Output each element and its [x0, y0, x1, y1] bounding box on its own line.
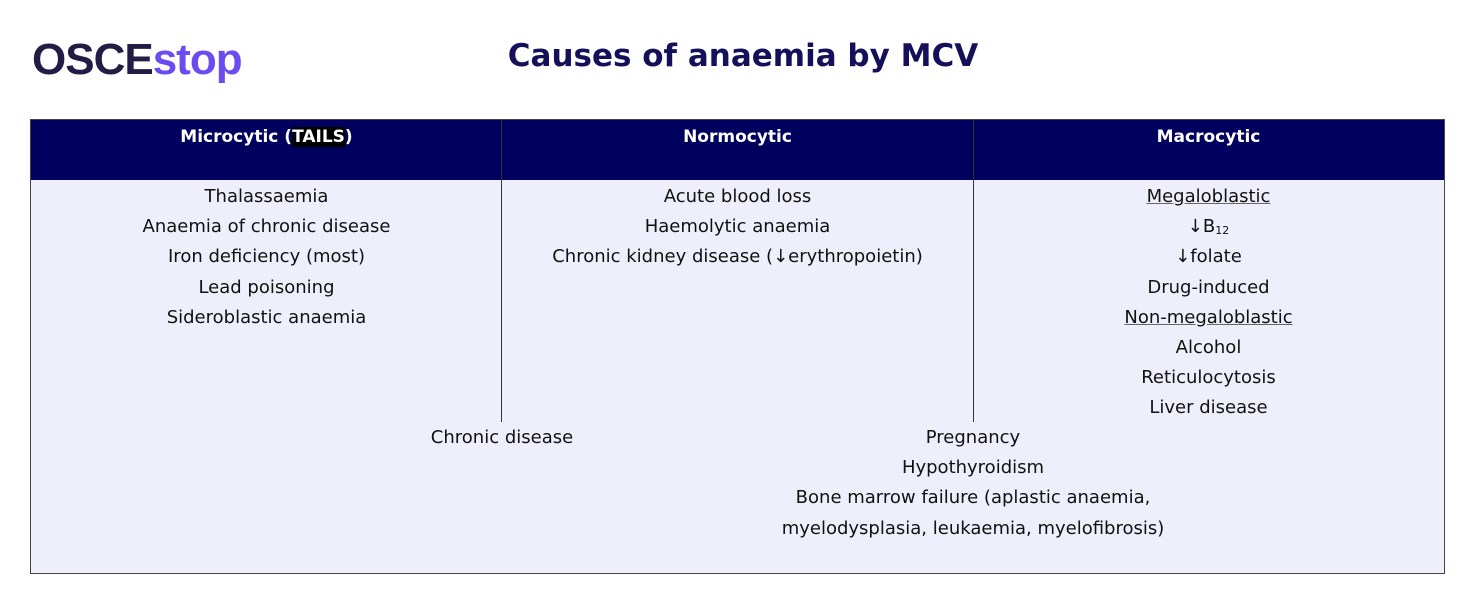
table-header: Microcytic (TAILS) Normocytic Macrocytic: [31, 120, 1444, 180]
list-item: Acute blood loss: [663, 186, 812, 207]
column-divider: [501, 120, 502, 422]
list-item: Pregnancy: [925, 427, 1021, 448]
header-microcytic: Microcytic (TAILS): [31, 120, 502, 180]
header-normocytic: Normocytic: [683, 127, 792, 147]
list-item: ↓folate: [1175, 246, 1242, 268]
list-item: Thalassaemia: [204, 186, 329, 207]
list-item: ↓B12: [973, 212, 1444, 242]
header-microcytic-suffix: ): [344, 127, 353, 147]
list-item: Bone marrow failure (aplastic anaemia,: [795, 487, 1151, 509]
list-item: Liver disease: [1149, 397, 1268, 419]
shared-normo-macro: Pregnancy Hypothyroidism Bone marrow fai…: [502, 423, 1444, 544]
list-item: Hypothyroidism: [901, 457, 1045, 479]
header-macrocytic: Macrocytic: [1156, 127, 1261, 147]
list-item: Haemolytic anaemia: [644, 216, 831, 238]
list-item: Non-megaloblastic: [973, 303, 1444, 333]
list-item: Alcohol: [1175, 336, 1242, 358]
osce-stop-logo: OSCEstop: [32, 34, 243, 86]
list-item: Megaloblastic: [973, 182, 1444, 212]
header-microcytic-text: Microcytic (: [180, 127, 293, 147]
list-item: Chronic disease: [430, 427, 574, 448]
non-megaloblastic-heading: Non-megaloblastic: [1124, 306, 1293, 328]
list-item: myelodysplasia, leukaemia, myelofibrosis…: [781, 517, 1165, 539]
logo-part1: OSCE: [32, 35, 154, 84]
list-item: Drug-induced: [1147, 276, 1270, 298]
tails-highlight: TAILS: [292, 127, 345, 147]
mcv-table: Microcytic (TAILS) Normocytic Macrocytic…: [30, 119, 1445, 574]
logo-part2: stop: [152, 35, 243, 84]
page-title: Causes of anaemia by MCV: [507, 38, 979, 74]
column-divider: [973, 120, 974, 422]
b12-subscript: 12: [1215, 224, 1230, 238]
list-item: Lead poisoning: [198, 276, 335, 298]
microcytic-list: Thalassaemia Anaemia of chronic disease …: [31, 182, 502, 333]
megaloblastic-heading: Megaloblastic: [1146, 186, 1271, 207]
list-item: Chronic kidney disease (↓erythropoietin): [552, 246, 923, 268]
normocytic-list: Acute blood loss Haemolytic anaemia Chro…: [502, 182, 973, 273]
list-item: Reticulocytosis: [1141, 367, 1276, 389]
shared-micro-normo: Chronic disease: [31, 423, 973, 453]
list-item: Sideroblastic anaemia: [166, 306, 367, 328]
macrocytic-list: Megaloblastic ↓B12 ↓folate Drug-induced …: [973, 182, 1444, 424]
b12-text: ↓B: [1187, 216, 1216, 238]
list-item: Anaemia of chronic disease: [142, 216, 391, 238]
list-item: Iron deficiency (most): [168, 246, 365, 268]
